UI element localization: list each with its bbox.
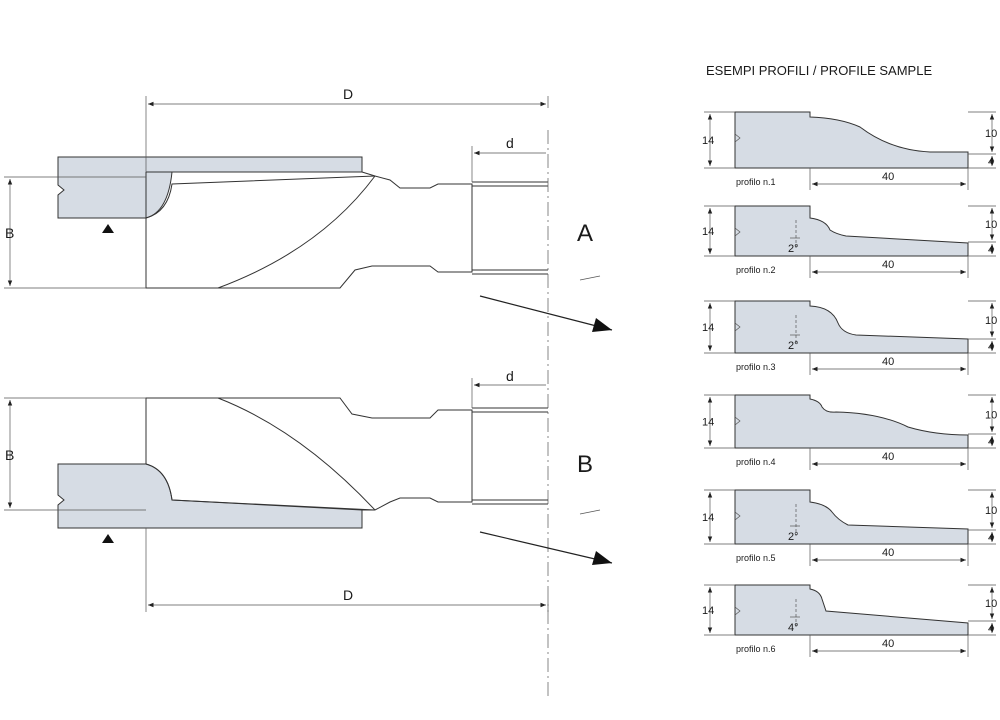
cutter-body-b [145,397,473,511]
profile-label: profilo n.4 [736,457,776,467]
profile-sample-6: 14 10 4 40 profilo n.6 4° [702,584,997,657]
dim-edge-label: 4 [988,341,994,353]
variant-label-a: A [577,220,593,247]
profile-label: profilo n.2 [736,265,776,275]
dim-b-label-b: B [5,447,14,463]
angle-label: 2° [788,243,799,255]
dim-length-label: 40 [882,451,894,463]
angle-label: 4° [788,622,799,634]
dim-height-label: 14 [702,512,714,524]
dim-D-label-b: D [343,587,353,603]
dim-d-label-b: d [506,368,514,384]
knife-b [217,397,376,511]
profile-shape [734,584,969,636]
dim-height-label: 14 [702,135,714,147]
dim-length-label: 40 [882,171,894,183]
profile-sample-3: 14 10 4 40 profilo n.3 2° [702,300,997,375]
dim-edge-label: 4 [988,156,994,168]
profile-sample-1: 14 10 4 40 profilo n.1 [702,111,997,190]
dim-edge-label: 4 [988,532,994,544]
support-triangle-a [102,224,114,233]
dim-edge-label: 4 [988,436,994,448]
dim-d-label-a: d [506,135,514,151]
dim-height-label: 14 [702,226,714,238]
workpiece-b [57,463,363,529]
dim-height-label: 14 [702,322,714,334]
profile-shape [734,394,969,449]
dim-length-label: 40 [882,638,894,650]
dim-length-label: 40 [882,259,894,271]
cutter-body-a [145,172,473,289]
dim-profile-depth-label: 10 [985,315,997,327]
dim-height-label: 14 [702,417,714,429]
workpiece-a [57,156,363,219]
angle-label: 2° [788,531,799,543]
dim-b-label-a: B [5,225,14,241]
tool-diagram-b: B D d B [4,368,613,612]
profile-label: profilo n.3 [736,362,776,372]
profile-sample-4: 14 10 4 40 profilo n.4 [702,394,997,470]
dim-height-label: 14 [702,605,714,617]
profile-shape [734,489,969,545]
variant-label-b: B [577,451,593,478]
dim-profile-depth-label: 10 [985,128,997,140]
dim-profile-depth-label: 10 [985,219,997,231]
profile-sample-2: 14 10 4 40 profilo n.2 2° [702,205,997,278]
profile-shape [734,300,969,354]
dim-length-label: 40 [882,356,894,368]
profiles-title: ESEMPI PROFILI / PROFILE SAMPLE [706,63,932,78]
dim-profile-depth-label: 10 [985,598,997,610]
dim-length-label: 40 [882,547,894,559]
knife-a [217,171,376,289]
profile-sample-5: 14 10 4 40 profilo n.5 2° [702,489,997,566]
dim-edge-label: 4 [988,244,994,256]
dim-profile-depth-label: 10 [985,505,997,517]
dim-D-label-a: D [343,86,353,102]
profile-shape [734,205,969,257]
support-triangle-b [102,534,114,543]
profile-label: profilo n.6 [736,644,776,654]
dim-edge-label: 4 [988,623,994,635]
angle-label: 2° [788,340,799,352]
profile-label: profilo n.1 [736,177,776,187]
profile-shape [734,111,969,169]
tool-diagram-a: B D d A [4,86,613,700]
dim-profile-depth-label: 10 [985,410,997,422]
profile-label: profilo n.5 [736,553,776,563]
